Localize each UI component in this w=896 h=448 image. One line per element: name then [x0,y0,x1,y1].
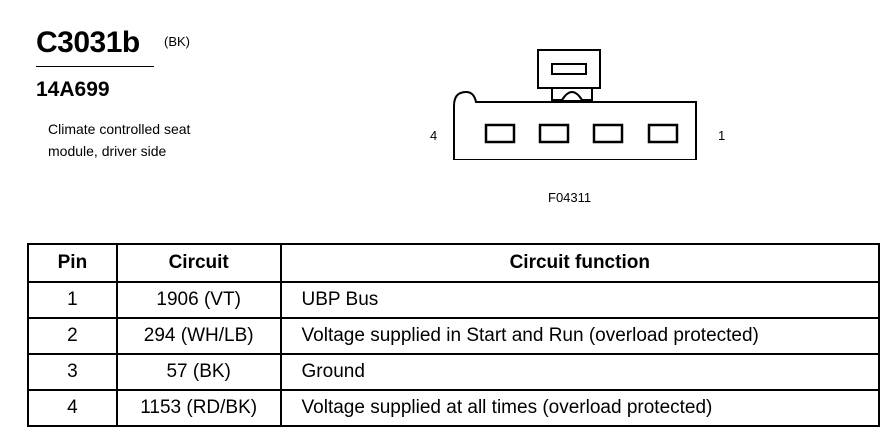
table-row: 2 294 (WH/LB) Voltage supplied in Start … [27,317,881,355]
cell-function: Voltage supplied at all times (overload … [279,389,881,427]
cell-function: Voltage supplied in Start and Run (overl… [279,317,881,355]
cell-circuit: 57 (BK) [115,353,282,391]
locking-tab-slot [551,63,587,75]
cell-pin: 1 [27,281,118,319]
pin-cavity-4 [484,123,516,144]
pin-cavity-2 [592,123,624,144]
title-divider [36,66,154,67]
cell-pin: 3 [27,353,118,391]
cell-pin: 4 [27,389,118,427]
connector-id: C3031b [36,26,140,59]
connector-diagram: 4 1 [420,48,740,161]
table-row: 3 57 (BK) Ground [27,353,881,391]
pin-label-left: 4 [430,128,438,143]
header-function: Circuit function [279,243,881,283]
cell-circuit: 1906 (VT) [115,281,282,319]
part-number: 14A699 [36,78,110,101]
cell-pin: 2 [27,317,118,355]
pin-cavity-3 [538,123,570,144]
connector-color: (BK) [164,34,190,49]
header-pin: Pin [27,243,118,283]
table-row: 4 1153 (RD/BK) Voltage supplied at all t… [27,389,881,427]
cell-function: Ground [279,353,881,391]
pinout-table: Pin Circuit Circuit function 1 1906 (VT)… [27,243,881,427]
pin-label-right: 1 [718,128,726,143]
table-header-row: Pin Circuit Circuit function [27,243,881,283]
cell-function: UBP Bus [279,281,881,319]
connector-face-drawing [453,49,697,161]
header-circuit: Circuit [115,243,282,283]
figure-code: F04311 [548,190,592,205]
table-row: 1 1906 (VT) UBP Bus [27,281,881,319]
cell-circuit: 294 (WH/LB) [115,317,282,355]
pin-cavity-1 [647,123,679,144]
latch-hook [561,91,583,101]
connector-description: Climate controlled seat module, driver s… [48,121,191,159]
cell-circuit: 1153 (RD/BK) [115,389,282,427]
